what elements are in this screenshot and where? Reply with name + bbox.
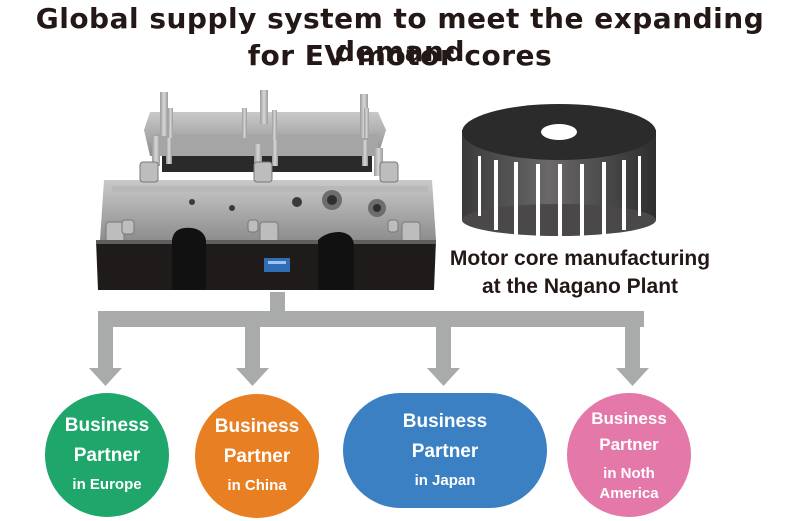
partner-japan: Business Partner in Japan xyxy=(343,393,547,508)
partner-north-america-region: in Noth xyxy=(603,465,655,482)
partner-europe-line1: Business xyxy=(64,415,150,436)
partner-china: Business Partner in China xyxy=(195,394,319,518)
connector-bar xyxy=(98,311,644,327)
connector-drop-north-america xyxy=(625,311,640,371)
partner-japan-line1: Business xyxy=(402,410,488,432)
title-line-1: Global supply system to meet the expandi… xyxy=(35,2,765,68)
partner-north-america: Business Partner in Noth America xyxy=(567,393,691,517)
partner-europe: Business Partner in Europe xyxy=(45,393,169,517)
core-bore xyxy=(541,124,577,140)
motor-core-image xyxy=(462,104,656,238)
arrowhead-north-america-icon xyxy=(616,368,649,386)
arrowhead-japan-icon xyxy=(427,368,460,386)
die-nameplate xyxy=(264,258,290,272)
title-line-2: for EV motor cores xyxy=(247,39,553,72)
partner-china-region: in China xyxy=(227,477,287,494)
connector-drop-china xyxy=(245,311,260,371)
partner-north-america-region-2: America xyxy=(599,485,659,502)
partner-china-line2: Partner xyxy=(223,446,291,467)
partner-europe-region: in Europe xyxy=(72,476,142,493)
connector-stem xyxy=(270,292,285,327)
caption-line-2: at the Nagano Plant xyxy=(481,275,679,298)
arrowhead-china-icon xyxy=(236,368,269,386)
partner-japan-line2: Partner xyxy=(411,440,479,462)
caption-line-1: Motor core manufacturing xyxy=(449,247,711,270)
arrowhead-europe-icon xyxy=(89,368,122,386)
partner-europe-line2: Partner xyxy=(73,445,141,466)
partner-japan-region: in Japan xyxy=(414,471,476,489)
stamping-die-image xyxy=(96,90,436,290)
die-middle-plate xyxy=(100,180,436,240)
connector-drop-europe xyxy=(98,311,113,371)
connector-drop-japan xyxy=(436,311,451,371)
partner-north-america-line2: Partner xyxy=(599,435,659,454)
partner-china-line1: Business xyxy=(214,416,300,437)
partner-north-america-line1: Business xyxy=(591,409,667,428)
